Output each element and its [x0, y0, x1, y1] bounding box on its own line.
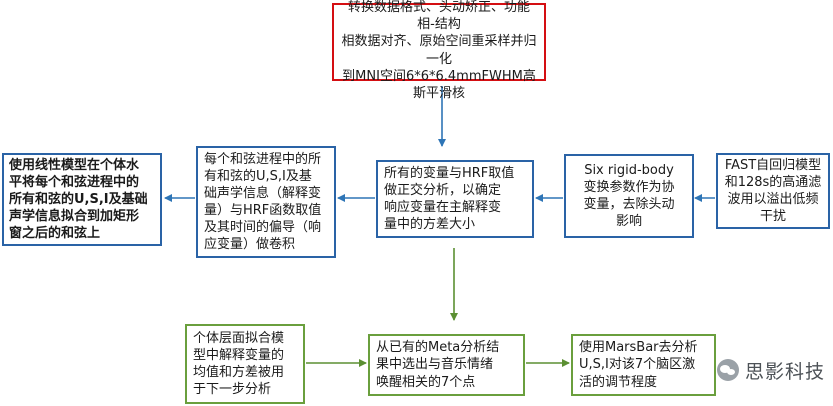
rigid-body-text: Six rigid-body 变换参数作为协 变量，去除头动 影响 — [583, 162, 675, 230]
fast-box: FAST自回归模型 和128s的高通滤 波用以溢出低频 干扰 — [716, 153, 830, 229]
marsbar-text: 使用MarsBar去分析 U,S,I对该7个脑区激 活的调节程度 — [579, 340, 698, 390]
convolution-box: 每个和弦进程中的所 有和弦的U,S,I及基 础声学信息（解释变 量）与HRF函数… — [196, 146, 336, 258]
convolution-text: 每个和弦进程中的所 有和弦的U,S,I及基 础声学信息（解释变 量）与HRF函数… — [204, 151, 322, 253]
preprocess-text: 使用SPM12进行预处理 转换数据格式、头动矫正、功能相-结构 相数据对齐、原始… — [341, 0, 537, 101]
orthogonal-box: 所有的变量与HRF取值 做正交分析，以确定 响应变量在主解释变 量中的方差大小 — [376, 160, 534, 238]
individual-text: 个体层面拟合模 型中解释变量的 均值和方差被用 于下一步分析 — [193, 330, 285, 398]
meta-box: 从已有的Meta分析结 果中选出与音乐情绪 唤醒相关的7个点 — [368, 334, 525, 396]
wechat-logo-icon — [717, 359, 739, 381]
watermark: 思影科技 — [717, 356, 825, 384]
fast-text: FAST自回归模型 和128s的高通滤 波用以溢出低频 干扰 — [724, 157, 822, 225]
linear-model-text: 使用线性模型在个体水 平将每个和弦进程中的 所有和弦的U,S,I及基础 声学信息… — [9, 157, 148, 242]
marsbar-box: 使用MarsBar去分析 U,S,I对该7个脑区激 活的调节程度 — [571, 334, 716, 396]
watermark-text: 思影科技 — [745, 360, 826, 383]
preprocess-box: 使用SPM12进行预处理 转换数据格式、头动矫正、功能相-结构 相数据对齐、原始… — [332, 0, 546, 101]
rigid-body-box: Six rigid-body 变换参数作为协 变量，去除头动 影响 — [564, 154, 694, 238]
linear-model-box: 使用线性模型在个体水 平将每个和弦进程中的 所有和弦的U,S,I及基础 声学信息… — [2, 153, 162, 246]
individual-box: 个体层面拟合模 型中解释变量的 均值和方差被用 于下一步分析 — [185, 324, 305, 404]
meta-text: 从已有的Meta分析结 果中选出与音乐情绪 唤醒相关的7个点 — [376, 340, 500, 390]
orthogonal-text: 所有的变量与HRF取值 做正交分析，以确定 响应变量在主解释变 量中的方差大小 — [384, 165, 515, 233]
